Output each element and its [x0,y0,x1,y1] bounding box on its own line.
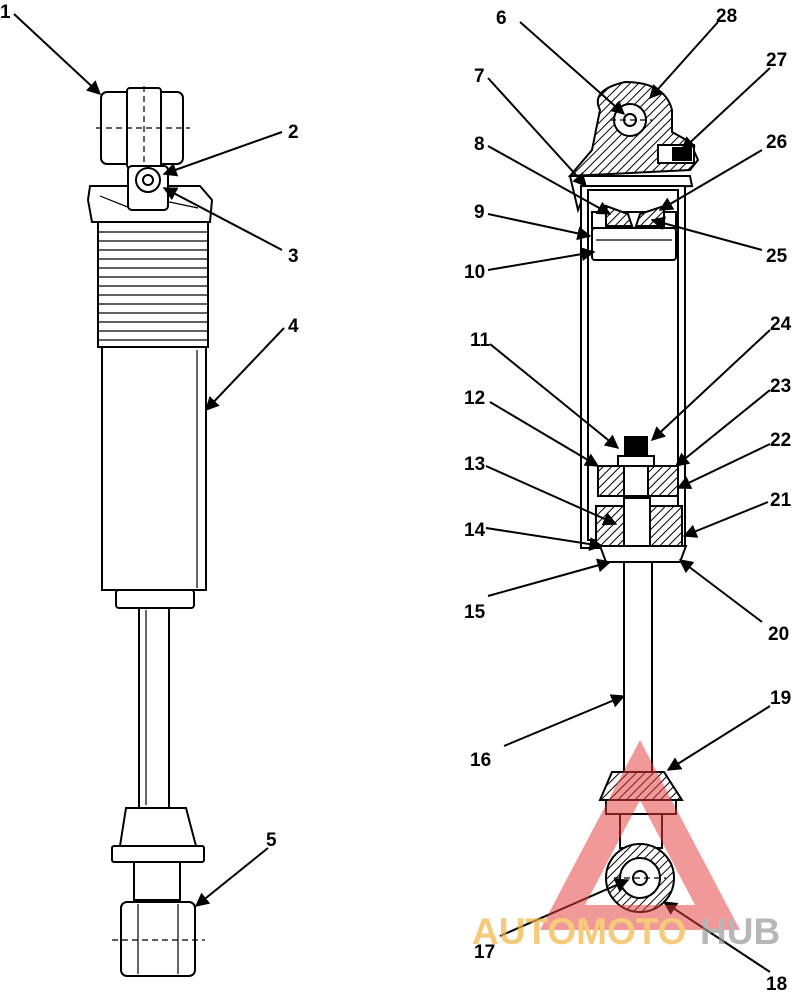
callout-20: 20 [768,624,789,645]
callout-7: 7 [474,66,485,87]
section-view [567,80,700,913]
dust-boot [97,221,209,348]
exterior-view [86,86,214,977]
section-piston-rod [623,561,653,773]
callout-5: 5 [266,830,277,851]
callout-10: 10 [464,262,485,283]
callout-28: 28 [716,6,737,27]
piston-rod [138,607,170,809]
callout-14: 14 [464,520,486,541]
callout-16: 16 [470,750,491,771]
callout-4: 4 [288,316,299,337]
watermark-text-hub: HUB [700,911,780,952]
callout-12: 12 [464,388,485,409]
callout-24: 24 [770,314,792,335]
callout-18: 18 [766,974,787,994]
callout-27: 27 [766,50,787,71]
callout-11: 11 [470,330,491,351]
watermark-text-automoto: AUTOMOTO [472,911,686,952]
watermark-logo-icon [540,740,740,930]
callout-22: 22 [770,430,791,451]
lower-mount-eye [120,901,196,977]
callout-17: 17 [474,942,495,963]
callout-26: 26 [766,132,787,153]
lower-bumper [118,807,198,847]
leader-lines [13,13,771,973]
callout-23: 23 [770,376,791,397]
callout-9: 9 [474,202,485,223]
callout-8: 8 [474,134,485,155]
callout-25: 25 [766,246,788,267]
shock-body [101,346,207,591]
callout-2: 2 [288,122,299,143]
callout-21: 21 [770,490,792,511]
callout-6: 6 [496,8,507,29]
callout-1: 1 [0,2,11,23]
callout-15: 15 [464,602,486,623]
callout-3: 3 [288,246,299,267]
callout-19: 19 [770,688,791,709]
watermark: AUTOMOTO HUB [472,740,780,952]
callout-13: 13 [464,454,485,475]
